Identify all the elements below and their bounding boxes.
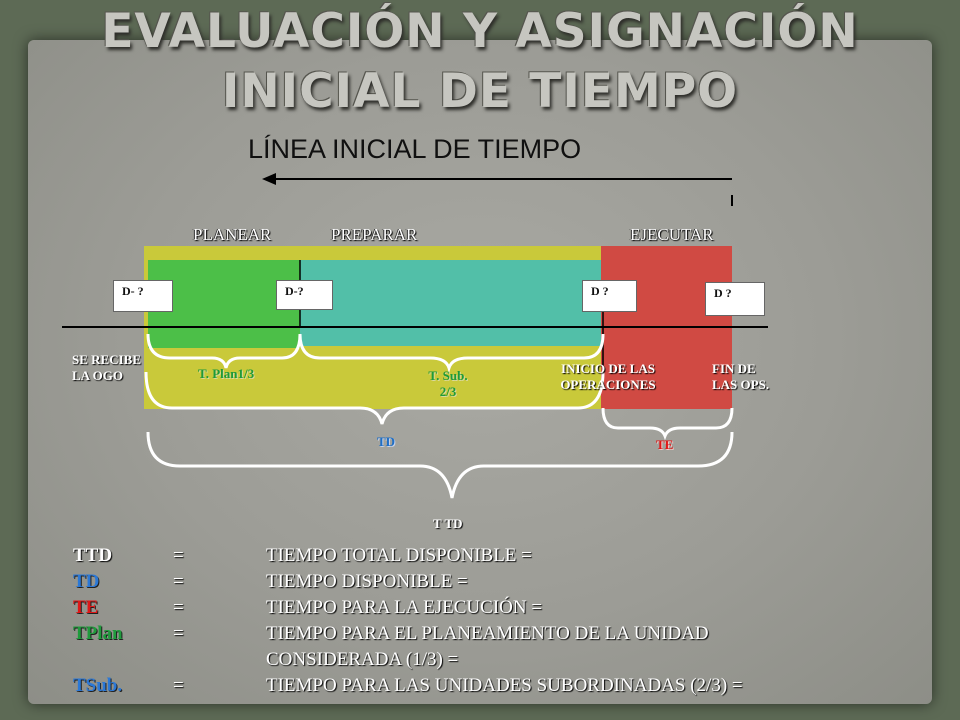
label-ttd: T TD <box>433 516 463 531</box>
brace-te <box>601 407 734 441</box>
date-box-d4: D ? <box>705 282 765 316</box>
label-t-sub: T. Sub. 2/3 <box>408 368 488 400</box>
legend-desc: CONSIDERADA (1/3) = <box>266 649 459 670</box>
label-se-recibe: SE RECIBE LA OGO <box>72 352 141 383</box>
brace-ttd <box>146 431 734 499</box>
backward-arrow-head <box>262 173 276 185</box>
label-td: TD <box>377 434 396 449</box>
legend-abbr: TPlan <box>73 623 123 644</box>
legend-equals: = <box>173 597 184 618</box>
legend-desc: TIEMPO PARA LA EJECUCIÓN = <box>266 597 543 618</box>
slide-title-line2: INICIAL DE TIEMPO <box>221 64 739 119</box>
label-fin-ops: FIN DE LAS OPS. <box>712 361 770 392</box>
legend-equals: = <box>173 545 184 566</box>
phase-ejecutar: EJECUTAR <box>630 225 714 244</box>
legend-equals: = <box>173 623 184 644</box>
legend-desc: TIEMPO PARA LAS UNIDADES SUBORDINADAS (2… <box>266 675 743 696</box>
legend-desc: TIEMPO TOTAL DISPONIBLE = <box>266 545 532 566</box>
legend-equals: = <box>173 571 184 592</box>
label-t-sub-line2: 2/3 <box>439 384 457 399</box>
legend-desc: TIEMPO PARA EL PLANEAMIENTO DE LA UNIDAD <box>266 623 709 644</box>
label-t-sub-line1: T. Sub. <box>428 368 468 383</box>
phase-preparar: PREPARAR <box>331 225 418 244</box>
legend-abbr: TE <box>73 597 99 618</box>
legend-equals: = <box>173 675 184 696</box>
legend-abbr: TTD <box>73 545 113 566</box>
slide-title-line1: EVALUACIÓN Y ASIGNACIÓN <box>101 4 859 59</box>
phase-planear: PLANEAR <box>193 225 272 244</box>
brace-t-sub <box>298 333 605 374</box>
label-inicio-operaciones: INICIO DE LAS OPERACIONES <box>560 361 656 392</box>
preparation-block <box>300 260 601 346</box>
legend-abbr: TSub. <box>73 675 123 696</box>
diagram-subtitle: LÍNEA INICIAL DE TIEMPO <box>248 134 582 164</box>
date-box-d2: D-? <box>276 280 333 310</box>
brace-td <box>144 371 605 425</box>
brace-t-plan <box>146 333 302 369</box>
legend-abbr: TD <box>73 571 100 592</box>
legend-desc: TIEMPO DISPONIBLE = <box>266 571 468 592</box>
date-box-d3: D ? <box>582 280 637 312</box>
date-box-d1: D- ? <box>113 280 173 312</box>
label-t-plan: T. Plan1/3 <box>198 366 255 381</box>
planning-block <box>148 260 300 348</box>
label-te: TE <box>656 437 674 452</box>
